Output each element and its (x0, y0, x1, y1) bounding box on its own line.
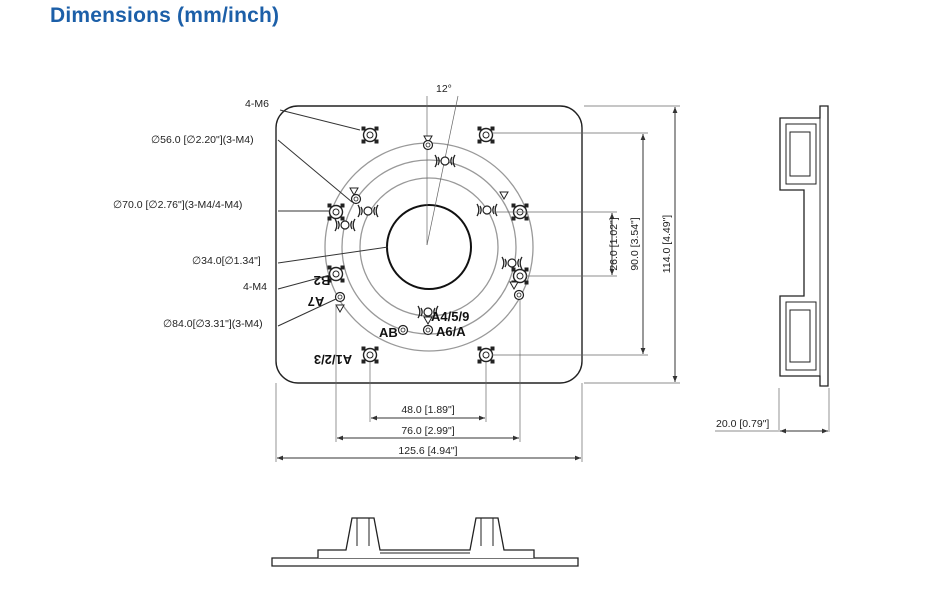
dim-125: 125.6 [4.94"] (398, 445, 457, 457)
m4-hole (350, 193, 362, 205)
callout-4-m4: 4-M4 (243, 281, 267, 293)
angle-label: 12° (436, 83, 452, 95)
m6-hole (476, 345, 496, 365)
center-bore (386, 204, 472, 290)
m4-hole (334, 291, 346, 303)
mark-a1-2-3: A1/2/3 (314, 352, 352, 367)
m4-hole (422, 324, 434, 336)
mark-a7: A7 (308, 294, 325, 309)
mark-a6-a: A6/A (436, 324, 466, 339)
front-view (271, 517, 579, 567)
m4-hole (513, 289, 525, 301)
side-view (715, 105, 830, 434)
mark-a4-5-9: A4/5/9 (431, 309, 469, 324)
dim-20: 20.0 [0.79"] (716, 418, 769, 430)
callout-d70: ∅70.0 [∅2.76"](3-M4/4-M4) (113, 199, 242, 211)
m4-hole (422, 139, 434, 151)
dim-76: 76.0 [2.99"] (401, 425, 454, 437)
m4-hole (326, 202, 346, 222)
m6-hole (360, 345, 380, 365)
callout-4-m6: 4-M6 (245, 98, 269, 110)
mark-b2: B2 (314, 273, 331, 288)
callout-d84: ∅84.0[∅3.31"](3-M4) (163, 318, 263, 330)
dim-48: 48.0 [1.89"] (401, 404, 454, 416)
m4-hole (397, 324, 409, 336)
callout-d56: ∅56.0 [∅2.20"](3-M4) (151, 134, 254, 146)
page-title: Dimensions (mm/inch) (50, 4, 280, 27)
mark-ab: AB (379, 325, 398, 340)
dim-114: 114.0 [4.49"] (661, 215, 673, 273)
m6-hole (360, 125, 380, 145)
m6-hole (476, 125, 496, 145)
dim-90: 90.0 [3.54"] (629, 217, 641, 270)
callout-d34: ∅34.0[∅1.34"] (192, 255, 261, 267)
dim-26: 26.0 [1.02"] (608, 217, 620, 270)
